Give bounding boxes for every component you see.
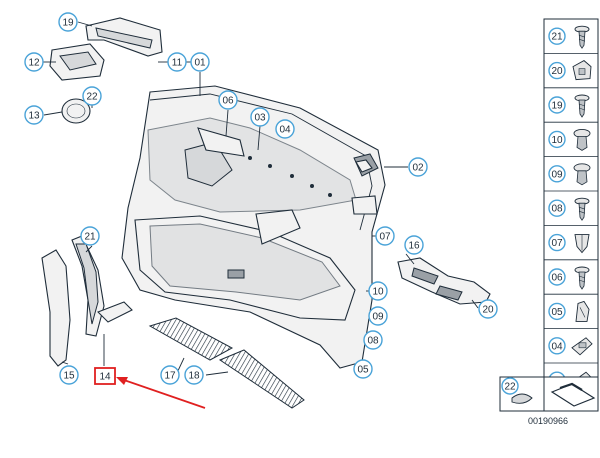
svg-text:01: 01 — [194, 58, 206, 69]
callout-06: 06 — [218, 90, 238, 110]
inner-handle-bracket — [85, 17, 163, 57]
legend-label: 09 — [551, 169, 563, 180]
svg-text:16: 16 — [408, 241, 420, 252]
callout-13: 13 — [24, 105, 44, 125]
legend-label: 21 — [551, 32, 563, 43]
expansion-rivet-icon — [573, 163, 591, 186]
legend-label: 07 — [551, 238, 563, 249]
legend-row-04: 04 — [544, 328, 598, 356]
svg-text:13: 13 — [28, 111, 40, 122]
carpet-insert-upper — [148, 317, 234, 361]
svg-text:02: 02 — [412, 163, 424, 174]
svg-text:19: 19 — [62, 18, 74, 29]
callout-02: 02 — [408, 157, 428, 177]
legend-label: 08 — [551, 204, 563, 215]
legend-row-09: 09 — [544, 156, 598, 186]
trim-clip — [353, 153, 379, 177]
callout-16: 16 — [404, 235, 424, 255]
bottom-legend-box: 22 — [499, 376, 599, 412]
window-switch-block — [397, 257, 491, 305]
svg-text:06: 06 — [222, 96, 234, 107]
callout-04: 04 — [275, 119, 295, 139]
legend-label: 20 — [551, 66, 563, 77]
legend-row-05: 05 — [544, 293, 598, 322]
spring-clip-icon — [575, 300, 590, 322]
handle-insert — [71, 235, 133, 337]
callout-19: 19 — [58, 12, 78, 32]
svg-text:03: 03 — [254, 113, 266, 124]
round-cap — [61, 98, 91, 124]
callouts: 19 12 11 01 22 13 06 03 04 02 21 07 16 1… — [24, 12, 498, 385]
callout-08: 08 — [363, 330, 383, 350]
red-arrow-line — [123, 379, 206, 409]
callout-05: 05 — [353, 359, 373, 379]
callout-14-highlight: 14 — [94, 367, 206, 409]
svg-text:22: 22 — [504, 382, 516, 393]
legend-row-20: 20 — [544, 53, 598, 81]
screw-icon — [574, 197, 590, 221]
callout-22: 22 — [82, 86, 102, 106]
legend-row-07: 07 — [544, 224, 598, 254]
svg-text:10: 10 — [372, 287, 384, 298]
fastener-legend: 21 20 19 10 09 08 — [543, 18, 599, 398]
legend-label: 10 — [551, 135, 563, 146]
callout-17: 17 — [160, 365, 180, 385]
legend-label: 19 — [551, 101, 563, 112]
red-arrow-head — [116, 377, 128, 385]
legend-label: 04 — [551, 341, 563, 352]
clip-icon — [511, 393, 533, 404]
svg-text:11: 11 — [172, 58, 183, 69]
svg-text:18: 18 — [188, 371, 200, 382]
plug-icon — [574, 234, 590, 254]
callout-20: 20 — [478, 299, 498, 319]
callout-03: 03 — [250, 107, 270, 127]
door-panel — [121, 85, 386, 369]
legend-row-19: 19 — [544, 87, 598, 118]
legend-row-06: 06 — [544, 259, 598, 290]
callout-09: 09 — [368, 306, 388, 326]
callout-10: 10 — [368, 281, 388, 301]
svg-text:07: 07 — [379, 232, 391, 243]
callout-01: 01 — [190, 52, 210, 72]
svg-text:05: 05 — [357, 365, 369, 376]
expansion-rivet-icon — [573, 128, 591, 151]
svg-text:09: 09 — [372, 312, 384, 323]
legend-row-21: 21 — [548, 25, 590, 49]
legend-row-10: 10 — [544, 121, 598, 151]
callout-12: 12 — [24, 52, 44, 72]
document-number: 00190966 — [528, 416, 568, 426]
svg-text:04: 04 — [279, 125, 291, 136]
callout-21: 21 — [80, 226, 100, 246]
svg-text:20: 20 — [482, 305, 494, 316]
grab-handle — [41, 249, 71, 367]
svg-text:22: 22 — [86, 92, 98, 103]
callout-07: 07 — [375, 226, 395, 246]
svg-text:17: 17 — [164, 371, 176, 382]
legend-label: 05 — [551, 307, 563, 318]
screw-icon — [574, 94, 590, 118]
carpet-insert-lower — [218, 349, 305, 409]
svg-text:21: 21 — [84, 232, 96, 243]
svg-text:14: 14 — [99, 372, 111, 383]
screw-icon — [574, 266, 590, 290]
inner-handle-cover — [49, 43, 105, 81]
svg-text:08: 08 — [367, 336, 379, 347]
svg-text:15: 15 — [63, 371, 75, 382]
callout-18: 18 — [184, 365, 204, 385]
callout-11: 11 — [167, 52, 187, 72]
callout-15: 15 — [59, 365, 79, 385]
clip-icon — [571, 337, 593, 356]
svg-text:12: 12 — [28, 58, 40, 69]
screw-icon — [574, 25, 590, 49]
clip-bracket-icon — [572, 60, 592, 81]
legend-label: 06 — [551, 273, 563, 284]
legend-row-08: 08 — [544, 190, 598, 221]
